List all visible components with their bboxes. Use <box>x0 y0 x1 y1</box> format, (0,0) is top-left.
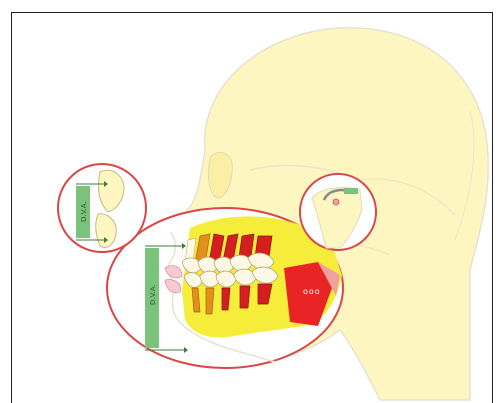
tmj-magnifier-circle <box>300 174 376 250</box>
incisor-magnifier-circle: D.V.A. <box>58 164 146 252</box>
dva-label-large: D.V.A. <box>149 284 157 305</box>
condyle-head <box>333 199 339 205</box>
pterygoid-marker <box>344 188 358 194</box>
muscle-dots: ooo <box>303 287 321 296</box>
dva-label-small: D.V.A. <box>80 201 88 222</box>
